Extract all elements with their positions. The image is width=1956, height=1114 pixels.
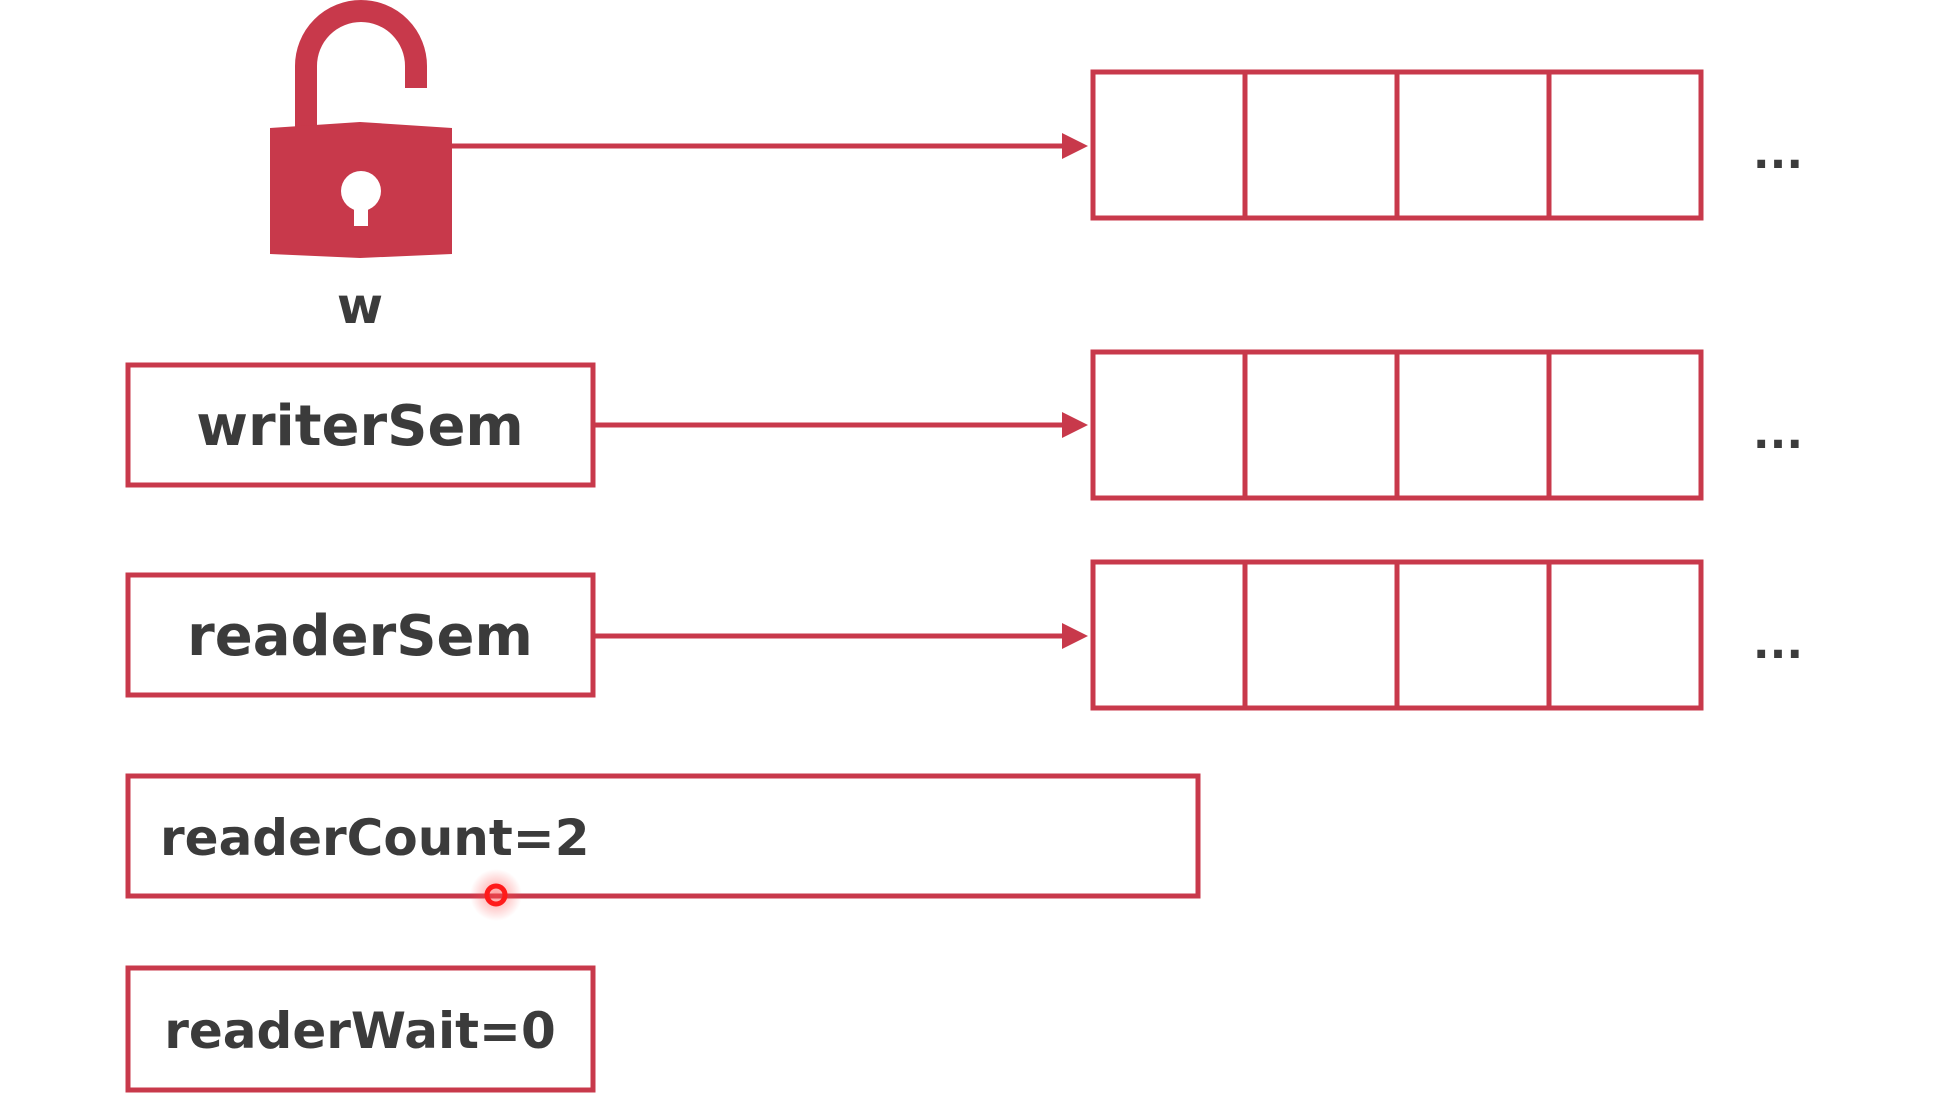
reader-count-label: readerCount=2 — [160, 809, 590, 867]
reader-sem-arrow — [593, 623, 1088, 649]
unlocked-padlock-icon — [270, 0, 452, 258]
queue-cell — [1546, 559, 1704, 711]
reader-sem-queue: ... — [1090, 559, 1803, 711]
pointer-dot-icon — [470, 869, 522, 921]
reader-sem-label: readerSem — [187, 604, 533, 669]
queue-cell — [1090, 559, 1248, 711]
padlock-shackle — [295, 0, 427, 128]
padlock-keyhole-slot — [354, 196, 368, 226]
queue-cell — [1394, 69, 1552, 221]
lock-wait-queue: ... — [1090, 69, 1803, 221]
writer-sem-queue: ... — [1090, 349, 1803, 501]
padlock-keyhole — [341, 171, 381, 211]
queue-cell — [1242, 559, 1400, 711]
queue-cell — [1242, 69, 1400, 221]
reader-sem-box: readerSem — [125, 572, 596, 698]
queue-cell — [1394, 349, 1552, 501]
queue-cell — [1242, 349, 1400, 501]
queue-cell — [1090, 349, 1248, 501]
writer-sem-box: writerSem — [125, 362, 596, 488]
reader-count-box: readerCount=2 — [125, 773, 1201, 899]
queue-ellipsis: ... — [1753, 618, 1803, 669]
queue-cell — [1090, 69, 1248, 221]
lock-label: w — [337, 277, 383, 335]
queue-cell — [1546, 69, 1704, 221]
reader-wait-box: readerWait=0 — [125, 965, 596, 1093]
queue-ellipsis: ... — [1753, 128, 1803, 179]
lock-wait-arrow — [452, 133, 1088, 159]
writer-sem-label: writerSem — [196, 394, 524, 459]
writer-sem-arrow — [593, 412, 1088, 438]
queue-cell — [1546, 349, 1704, 501]
reader-wait-label: readerWait=0 — [164, 1002, 556, 1060]
queue-cell — [1394, 559, 1552, 711]
queue-ellipsis: ... — [1753, 408, 1803, 459]
